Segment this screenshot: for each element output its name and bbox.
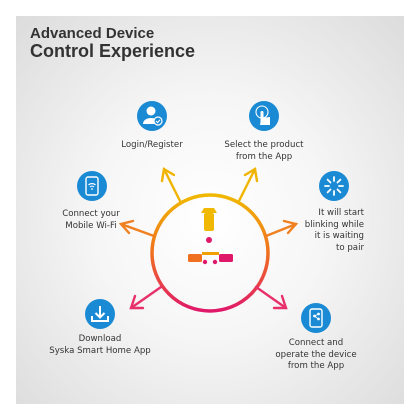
arrow-blinking bbox=[264, 219, 299, 238]
step-text: Download bbox=[78, 334, 122, 344]
flow-diagram bbox=[77, 101, 349, 333]
touch-hand-icon bbox=[249, 101, 279, 131]
loading-spinner-icon bbox=[319, 171, 349, 201]
arrow-wifi bbox=[118, 219, 156, 238]
smart-plug-icon bbox=[188, 208, 233, 265]
step-text: Connect your bbox=[62, 209, 120, 219]
step-label-select: Select the product from the App bbox=[212, 140, 316, 163]
diagram-title: Advanced Device Control Experience bbox=[30, 26, 195, 61]
center-ring bbox=[150, 193, 270, 313]
step-text: Syska Smart Home App bbox=[49, 345, 151, 356]
diagram-card: Advanced Device Control Experience bbox=[16, 16, 404, 404]
step-text: Login/Register bbox=[121, 140, 183, 150]
step-label-download: Download Syska Smart Home App bbox=[40, 334, 160, 357]
step-text: Connect and bbox=[288, 338, 344, 348]
step-label-operate: Connect and operate the device from the … bbox=[266, 338, 366, 373]
title-line-1: Advanced Device bbox=[30, 25, 155, 42]
step-text: Select the product bbox=[224, 140, 304, 150]
step-label-wifi: Connect your Mobile Wi-Fi bbox=[46, 209, 136, 232]
step-text: it is waiting bbox=[314, 231, 364, 242]
download-icon bbox=[85, 299, 115, 329]
step-text: It will start bbox=[318, 208, 364, 218]
step-label-blinking: It will start blinking while it is waiti… bbox=[294, 208, 364, 254]
step-text: blinking while bbox=[304, 219, 364, 230]
phone-wifi-icon bbox=[77, 171, 107, 201]
step-label-login: Login/Register bbox=[117, 140, 187, 152]
step-text: from the App bbox=[235, 151, 293, 162]
step-text: operate the device bbox=[275, 349, 357, 360]
user-check-icon bbox=[137, 101, 167, 131]
arrow-operate bbox=[254, 285, 288, 310]
arrow-download bbox=[129, 285, 163, 310]
step-text: from the App bbox=[287, 361, 345, 372]
arrow-select bbox=[236, 167, 259, 205]
arrow-login bbox=[160, 167, 183, 205]
step-text: Mobile Wi-Fi bbox=[65, 220, 117, 231]
step-text: to pair bbox=[335, 242, 364, 253]
title-line-2: Control Experience bbox=[30, 40, 196, 61]
phone-share-icon bbox=[301, 303, 331, 333]
